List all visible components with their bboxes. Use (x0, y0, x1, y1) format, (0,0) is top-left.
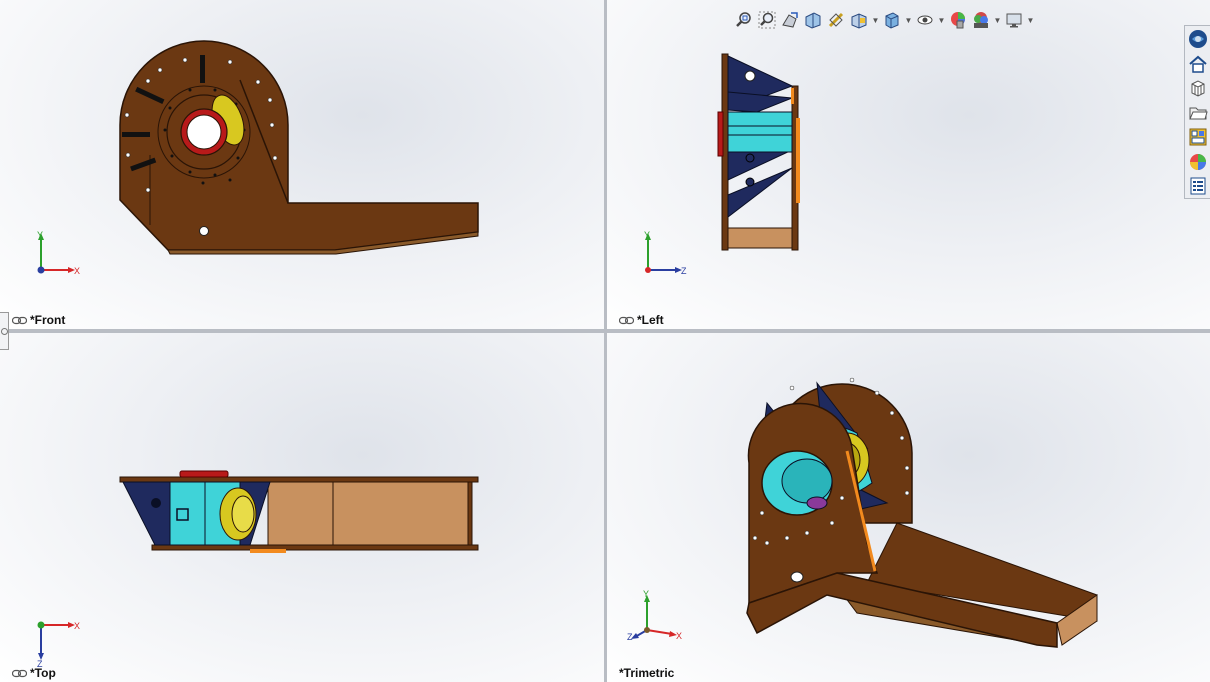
appearances-scenes-icon[interactable] (1187, 151, 1209, 173)
view-palette-icon[interactable] (1187, 126, 1209, 148)
x-axis-label: X (74, 621, 80, 631)
y-axis-label: Y (643, 589, 649, 599)
viewport-label-trimetric[interactable]: *Trimetric (619, 666, 674, 680)
y-axis-label: Y (644, 230, 650, 240)
viewport-label-front[interactable]: *Front (12, 313, 65, 327)
design-library-icon[interactable] (1187, 53, 1209, 75)
top-view-model[interactable] (0, 333, 604, 682)
feature-manager-flyout-tab[interactable] (0, 312, 9, 350)
viewport-left[interactable]: Y Z *Left (607, 0, 1210, 329)
flyout-handle-icon (1, 328, 8, 335)
view-settings-icon[interactable] (1003, 9, 1025, 31)
axis-triad-left: Y Z (644, 230, 687, 276)
viewport-splitter-vertical[interactable] (604, 0, 607, 682)
view-orientation-dropdown-icon[interactable]: ▼ (871, 15, 880, 25)
front-view-model[interactable] (0, 0, 604, 329)
zoom-to-area-icon[interactable] (756, 9, 778, 31)
heads-up-view-toolbar: ▼ ▼ ▼ ▼ ▼ (733, 9, 1035, 31)
view-orientation-icon[interactable] (848, 9, 870, 31)
viewport-label-left[interactable]: *Left (619, 313, 664, 327)
viewport-name: *Left (637, 313, 664, 327)
link-views-icon[interactable] (619, 316, 634, 325)
viewport-name: *Top (30, 666, 56, 680)
section-view-icon[interactable] (802, 9, 824, 31)
viewport-splitter-horizontal[interactable] (0, 329, 1210, 333)
viewport-front[interactable]: Y X *Front (0, 0, 604, 329)
view-settings-dropdown-icon[interactable]: ▼ (1026, 15, 1035, 25)
solidworks-resources-icon[interactable] (1187, 28, 1209, 50)
dynamic-annotation-views-icon[interactable] (825, 9, 847, 31)
trimetric-view-model[interactable] (607, 333, 1210, 682)
hide-show-dropdown-icon[interactable]: ▼ (937, 15, 946, 25)
viewport-name: *Trimetric (619, 666, 675, 680)
task-pane (1184, 25, 1210, 199)
viewport-trimetric[interactable]: Y X Z *Trimetric (607, 333, 1210, 682)
x-axis-label: X (676, 631, 682, 641)
axis-triad-top: X Z (37, 621, 80, 669)
apply-scene-dropdown-icon[interactable]: ▼ (993, 15, 1002, 25)
z-axis-label: Z (627, 632, 633, 642)
z-axis-label: Z (37, 659, 43, 669)
zoom-to-fit-icon[interactable] (733, 9, 755, 31)
display-style-dropdown-icon[interactable]: ▼ (904, 15, 913, 25)
link-views-icon[interactable] (12, 316, 27, 325)
viewport-top[interactable]: X Z *Top (0, 333, 604, 682)
display-style-icon[interactable] (881, 9, 903, 31)
axis-triad-trimetric: Y X Z (627, 589, 682, 642)
link-views-icon[interactable] (12, 669, 27, 678)
viewport-label-top[interactable]: *Top (12, 666, 56, 680)
left-view-model[interactable] (607, 0, 1210, 329)
axis-triad-front: Y X (37, 230, 80, 276)
apply-scene-icon[interactable] (970, 9, 992, 31)
x-axis-label: X (74, 266, 80, 276)
hide-show-items-icon[interactable] (914, 9, 936, 31)
y-axis-label: Y (37, 230, 43, 240)
previous-view-icon[interactable] (779, 9, 801, 31)
z-axis-label: Z (681, 266, 687, 276)
file-explorer-icon[interactable] (1187, 102, 1209, 124)
viewport-name: *Front (30, 313, 66, 327)
edit-appearance-icon[interactable] (947, 9, 969, 31)
custom-properties-icon[interactable] (1187, 175, 1209, 197)
3d-content-central-icon[interactable] (1187, 77, 1209, 99)
